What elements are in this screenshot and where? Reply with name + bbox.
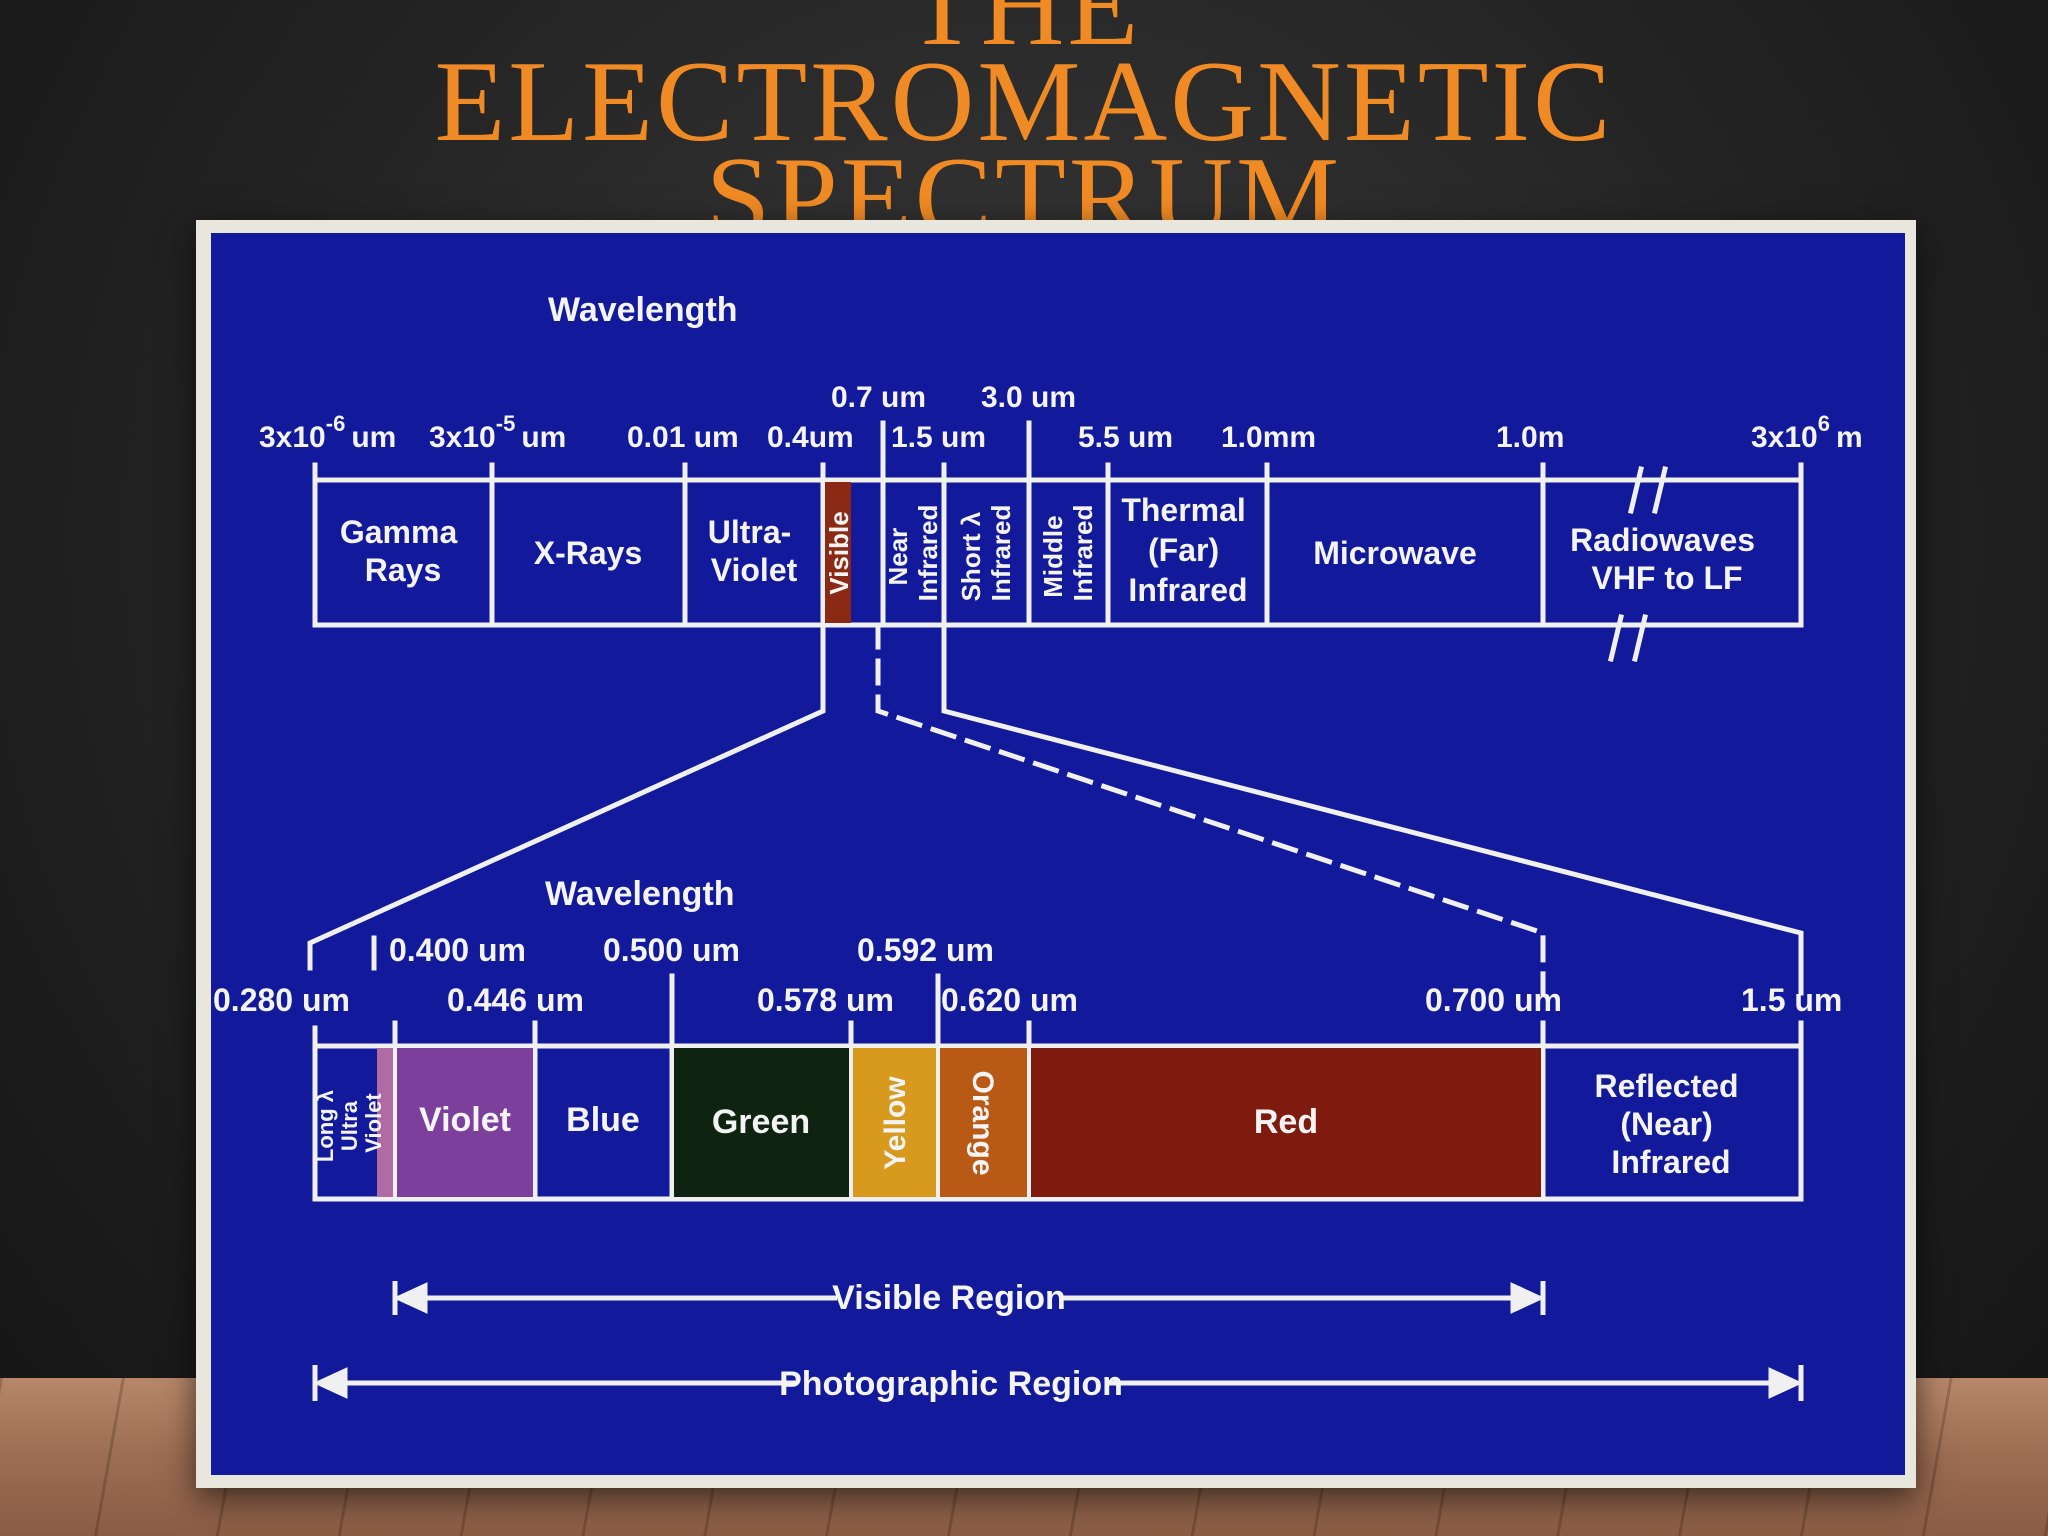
svg-text:Short λ Infrared: Short λ Infrared bbox=[956, 505, 1016, 602]
top-tick-microwave-start: 1.0mm bbox=[1221, 421, 1316, 454]
band-orange: Orange bbox=[966, 1070, 999, 1175]
slide-title-line-2: ELECTROMAGNETIC bbox=[434, 38, 1614, 166]
bottom-tick-0578: 0.578 um bbox=[757, 982, 894, 1018]
top-tick-visible-start: 0.4um bbox=[767, 421, 854, 454]
break-mark bbox=[1607, 613, 1625, 663]
svg-text:Yellow: Yellow bbox=[879, 1076, 912, 1170]
band-long-uv: Long λ Ultra Violet bbox=[313, 1084, 386, 1162]
band-x-rays: X-Rays bbox=[534, 535, 643, 571]
bottom-tick-0592: 0.592 um bbox=[857, 932, 994, 968]
violet-fill bbox=[397, 1048, 533, 1197]
break-mark bbox=[1631, 613, 1649, 663]
svg-text:Long λ Ultra Viole: Long λ Ultra Violet bbox=[313, 1084, 386, 1162]
zoom-connector-right bbox=[941, 622, 1804, 996]
svg-text:Middle Infrared: Middle Infrared bbox=[1038, 505, 1098, 602]
band-blue: Blue bbox=[566, 1101, 640, 1139]
top-tick-uv-start: 0.01 um bbox=[627, 421, 739, 454]
bottom-tick-0700: 0.700 um bbox=[1425, 982, 1562, 1018]
top-tick-thermal-start: 5.5 um bbox=[1078, 421, 1173, 454]
bottom-tick-15: 1.5 um bbox=[1741, 982, 1842, 1018]
band-near-infrared: Near Infrared bbox=[883, 505, 943, 602]
zoom-connector-left bbox=[307, 622, 826, 971]
top-tick-radio-start: 1.0m bbox=[1496, 421, 1564, 454]
bottom-tick-0400: 0.400 um bbox=[389, 932, 526, 968]
svg-text:Visible: Visible bbox=[824, 511, 854, 594]
photographic-region-arrow bbox=[312, 1365, 1804, 1401]
red-fill bbox=[1031, 1048, 1541, 1197]
band-violet: Violet bbox=[419, 1101, 511, 1139]
band-reflected-near-ir: Reflected (Near) Infrared bbox=[1595, 1068, 1748, 1180]
band-red: Red bbox=[1254, 1103, 1318, 1141]
top-tick-short-ir-start: 1.5 um bbox=[891, 421, 986, 454]
yellow-fill bbox=[853, 1048, 936, 1197]
band-middle-infrared: Middle Infrared bbox=[1038, 505, 1098, 602]
top-tick-middle-ir-start: 3.0 um bbox=[981, 381, 1076, 414]
top-tick-near-ir-start: 0.7 um bbox=[831, 381, 926, 414]
band-radiowaves: Radiowaves VHF to LF bbox=[1570, 522, 1764, 596]
bottom-tick-0620: 0.620 um bbox=[941, 982, 1078, 1018]
photographic-region-label: Photographic Region bbox=[779, 1365, 1123, 1403]
visible-region-label: Visible Region bbox=[832, 1279, 1066, 1317]
band-microwave: Microwave bbox=[1313, 535, 1477, 571]
band-gamma-rays: Gamma Rays bbox=[340, 514, 466, 588]
slide-title-line-1: THE bbox=[906, 0, 1142, 70]
green-fill bbox=[674, 1048, 849, 1197]
break-mark bbox=[1651, 465, 1669, 515]
band-green: Green bbox=[712, 1103, 810, 1141]
band-short-infrared: Short λ Infrared bbox=[956, 505, 1016, 602]
slide-title: THE ELECTROMAGNETIC SPECTRUM bbox=[0, 0, 2048, 256]
orange-fill bbox=[940, 1048, 1027, 1197]
diagram-lines bbox=[307, 420, 1804, 1202]
svg-text:Near Infrared: Near Infrared bbox=[883, 505, 943, 602]
uv-strip-fill bbox=[377, 1048, 393, 1197]
zoom-connector-dashed bbox=[875, 622, 1546, 996]
bottom-tick-0500: 0.500 um bbox=[603, 932, 740, 968]
band-yellow: Yellow bbox=[879, 1076, 912, 1170]
svg-text:Orange: Orange bbox=[966, 1070, 999, 1175]
break-mark bbox=[1627, 465, 1645, 515]
band-visible: Visible bbox=[824, 511, 854, 594]
top-wavelength-heading: Wavelength bbox=[548, 291, 738, 329]
visible-region-arrow bbox=[392, 1281, 1546, 1315]
band-ultra-violet: Ultra- Violet bbox=[708, 514, 800, 588]
bottom-tick-0280: 0.280 um bbox=[213, 982, 350, 1018]
bottom-tick-0446: 0.446 um bbox=[447, 982, 584, 1018]
bottom-wavelength-heading: Wavelength bbox=[545, 875, 735, 913]
visible-strip-fill bbox=[825, 482, 851, 623]
band-thermal-infrared: Thermal (Far) Infrared bbox=[1121, 492, 1254, 608]
